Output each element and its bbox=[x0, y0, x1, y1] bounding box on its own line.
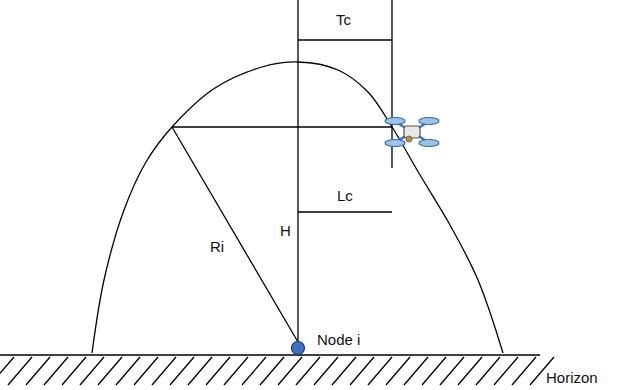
dimension-label: Ri bbox=[210, 238, 224, 256]
dimension-label: Tc bbox=[336, 11, 351, 29]
hatch-stroke bbox=[242, 357, 266, 385]
hatch-stroke bbox=[44, 357, 68, 385]
node-label: Node i bbox=[317, 331, 363, 349]
ground-label: Horizon bbox=[546, 369, 598, 387]
vertical-axis bbox=[297, 0, 298, 341]
hatch-stroke bbox=[98, 357, 122, 385]
hatch-stroke bbox=[422, 357, 446, 385]
dimension-label: Lc bbox=[337, 187, 353, 205]
hatch-stroke bbox=[62, 357, 86, 385]
hatch-stroke bbox=[278, 357, 302, 385]
hatch-stroke bbox=[224, 357, 248, 385]
hatch-stroke bbox=[440, 357, 464, 385]
hatch-stroke bbox=[332, 357, 356, 385]
ground-line bbox=[0, 354, 540, 355]
hatch-stroke bbox=[152, 357, 176, 385]
node-dot-shape bbox=[292, 342, 305, 355]
dimension-label: H bbox=[280, 222, 291, 240]
hatch-stroke bbox=[404, 357, 428, 385]
chord-line bbox=[172, 126, 392, 127]
lc-line bbox=[298, 211, 392, 212]
drone-icon bbox=[385, 118, 439, 147]
hatch-stroke bbox=[8, 357, 32, 385]
hatch-stroke bbox=[80, 357, 104, 385]
tc-line bbox=[298, 39, 392, 40]
hatch-stroke bbox=[116, 357, 140, 385]
hatch-stroke bbox=[458, 357, 482, 385]
hatch-stroke bbox=[368, 357, 392, 385]
hatch-stroke bbox=[188, 357, 212, 385]
hatch-stroke bbox=[206, 357, 230, 385]
hatch-stroke bbox=[314, 357, 338, 385]
hatch-stroke bbox=[260, 357, 284, 385]
ground-hatching bbox=[0, 357, 554, 385]
radius-line bbox=[172, 127, 298, 342]
hatch-stroke bbox=[26, 357, 50, 385]
node-dot bbox=[291, 340, 307, 356]
hatch-stroke bbox=[512, 357, 536, 385]
hatch-stroke bbox=[134, 357, 158, 385]
hatch-stroke bbox=[350, 357, 374, 385]
hatch-stroke bbox=[476, 357, 500, 385]
hatch-stroke bbox=[386, 357, 410, 385]
hatch-stroke bbox=[296, 357, 320, 385]
hatch-stroke bbox=[494, 357, 518, 385]
hatch-stroke bbox=[170, 357, 194, 385]
sensor-node: Node i bbox=[291, 331, 363, 365]
